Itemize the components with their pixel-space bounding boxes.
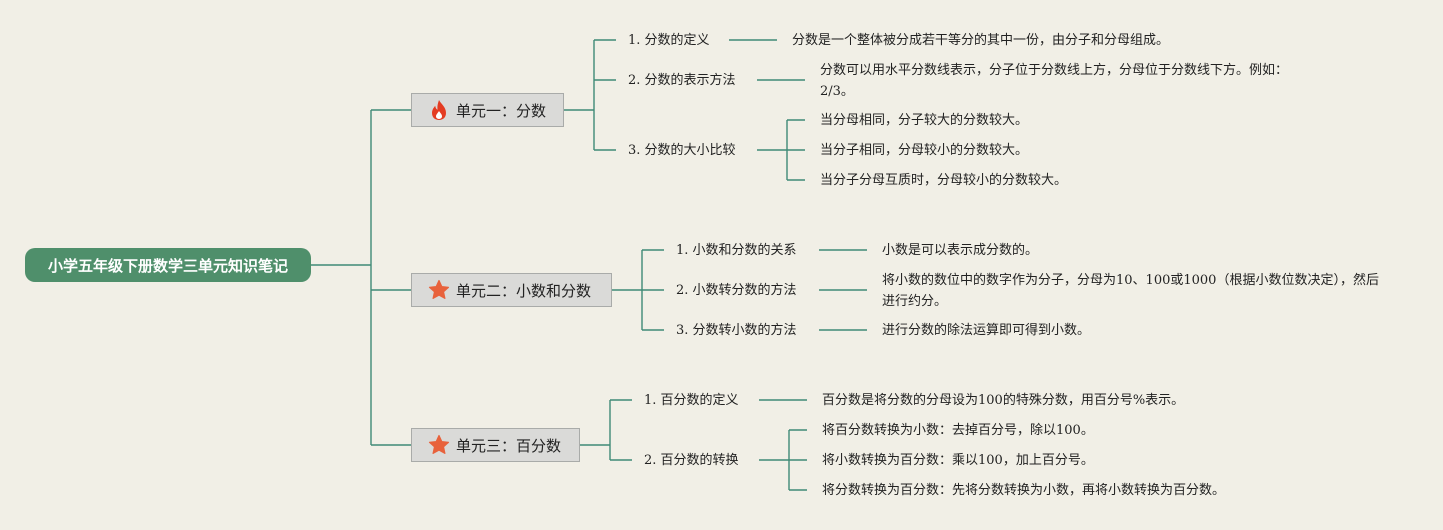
unit2-detail-decimal-to-fraction: 将小数的数位中的数字作为分子，分母为10、100或1000（根据小数位数决定），… — [882, 273, 1379, 309]
unit2-detail-fraction-to-decimal: 进行分数的除法运算即可得到小数。 — [882, 323, 1091, 338]
unit1-detail-compare-same-numerator: 当分子相同，分母较小的分数较大。 — [820, 143, 1029, 158]
unit3-detail-definition: 百分数是将分数的分母设为100的特殊分数，用百分号%表示。 — [822, 393, 1185, 408]
unit3-topic-conversion[interactable]: 2. 百分数的转换 — [644, 453, 739, 468]
unit2-topic-fraction-to-decimal[interactable]: 3. 分数转小数的方法 — [676, 323, 797, 338]
unit1-topic-definition[interactable]: 1. 分数的定义 — [628, 33, 710, 48]
unit1-detail-representation: 分数可以用水平分数线表示，分子位于分数线上方，分母位于分数线下方。例如：2/3。 — [820, 63, 1289, 99]
unit3-detail-decimal-to-percent: 将小数转换为百分数：乘以100，加上百分号。 — [822, 453, 1094, 468]
fire-icon — [428, 99, 450, 121]
unit1-detail-compare-coprime: 当分子分母互质时，分母较小的分数较大。 — [820, 173, 1068, 188]
unit3-node[interactable]: 单元三：百分数 — [411, 428, 580, 462]
unit2-topic-decimal-to-fraction[interactable]: 2. 小数转分数的方法 — [676, 283, 797, 298]
root-title: 小学五年级下册数学三单元知识笔记 — [47, 256, 288, 275]
unit2-detail-relationship: 小数是可以表示成分数的。 — [882, 243, 1039, 258]
unit1-topic-representation[interactable]: 2. 分数的表示方法 — [628, 73, 736, 88]
unit1-node[interactable]: 单元一：分数 — [411, 93, 564, 127]
root-node[interactable]: 小学五年级下册数学三单元知识笔记 — [25, 248, 311, 282]
unit2-node[interactable]: 单元二：小数和分数 — [411, 273, 612, 307]
unit2-topic-relationship[interactable]: 1. 小数和分数的关系 — [676, 243, 797, 258]
unit1-detail-definition: 分数是一个整体被分成若干等分的其中一份，由分子和分母组成。 — [792, 33, 1170, 48]
unit3-detail-percent-to-decimal: 将百分数转换为小数：去掉百分号，除以100。 — [822, 423, 1094, 438]
unit1-detail-compare-same-denominator: 当分母相同，分子较大的分数较大。 — [820, 113, 1029, 128]
unit3-topic-definition[interactable]: 1. 百分数的定义 — [644, 393, 739, 408]
unit3-title: 单元三：百分数 — [456, 436, 562, 455]
star-icon — [428, 279, 450, 301]
unit1-title: 单元一：分数 — [456, 101, 547, 120]
unit3-detail-fraction-to-percent: 将分数转换为百分数：先将分数转换为小数，再将小数转换为百分数。 — [822, 483, 1226, 498]
unit1-topic-comparison[interactable]: 3. 分数的大小比较 — [628, 143, 736, 158]
star-icon — [428, 434, 450, 456]
unit2-title: 单元二：小数和分数 — [456, 281, 592, 300]
